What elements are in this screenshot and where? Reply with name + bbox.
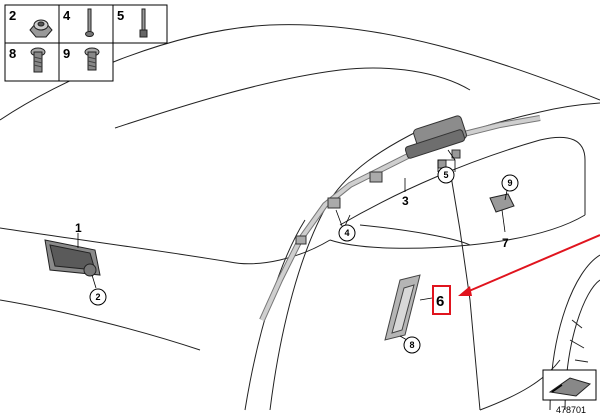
legend-num-4: 4 — [63, 8, 71, 23]
screw-icon — [30, 47, 46, 73]
legend-num-5: 5 — [117, 8, 124, 23]
nut-icon — [29, 19, 53, 38]
fastener-legend: 2 4 5 8 9 — [4, 4, 168, 82]
callout-4-circle: 4 — [338, 224, 356, 242]
callout-7: 7 — [502, 236, 509, 250]
legend-num-9: 9 — [63, 46, 70, 61]
view-direction-symbol — [542, 369, 597, 401]
rivet-icon — [85, 8, 94, 37]
red-arrow-shaft — [461, 234, 600, 295]
callout-3: 3 — [402, 194, 409, 208]
callout-7-label: 7 — [502, 236, 509, 250]
callout-9-circle: 9 — [501, 174, 519, 192]
highlight-box — [432, 285, 451, 315]
callout-3-label: 3 — [402, 194, 409, 208]
car-outline — [0, 24, 600, 411]
passenger-airbag-module — [44, 239, 101, 277]
side-airbag-module — [384, 274, 421, 341]
callout-6-label: 6 — [436, 293, 444, 310]
callout-6-highlighted: 6 — [432, 285, 451, 315]
callout-1: 1 — [75, 221, 82, 235]
callout-5-circle: 5 — [437, 166, 455, 184]
red-arrow-head — [458, 286, 472, 296]
callout-5-label: 5 — [443, 170, 448, 180]
callout-1-label: 1 — [75, 221, 82, 235]
callout-2-label: 2 — [95, 292, 100, 302]
callout-8-label: 8 — [409, 340, 414, 350]
bolt-icon — [84, 47, 100, 71]
callout-2-circle: 2 — [89, 288, 107, 306]
legend-num-2: 2 — [9, 8, 16, 23]
diagram-id: 478701 — [556, 405, 586, 415]
red-arrow — [458, 234, 600, 296]
callout-4-label: 4 — [344, 228, 349, 238]
callout-8-circle: 8 — [403, 336, 421, 354]
legend-num-8: 8 — [9, 46, 16, 61]
curtain-airbag — [259, 115, 541, 322]
clip-pin-icon — [139, 8, 148, 38]
callout-9-label: 9 — [507, 178, 512, 188]
side-sensor — [489, 193, 515, 213]
